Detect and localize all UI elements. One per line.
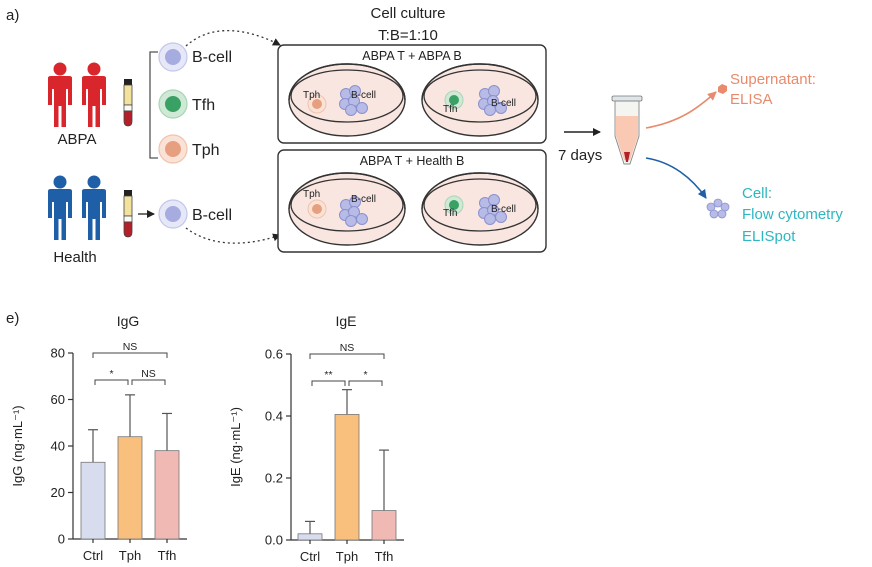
cell-output-label: Cell: [742,185,772,202]
y-axis-label: IgE (ng·mL⁻¹) [228,407,243,487]
bar-tfh [371,510,397,541]
dish-tph-label: Tph [303,90,320,101]
tph-cell-icon [158,134,188,164]
significance-label: NS [340,342,355,354]
supernatant-hexagon-icon [718,84,727,94]
abpa-person-icon [48,62,72,127]
y-tick-label: 0.4 [265,409,283,424]
x-tick-label: Ctrl [300,549,320,564]
significance-bracket [348,380,383,386]
health-person-icon [82,175,106,240]
significance-label: * [109,368,113,380]
dish-tfh-top [421,63,539,137]
supernatant-label: Supernatant: [730,71,816,88]
significance-bracket [131,379,166,385]
bcell-to-bottom-box-arrow [185,227,281,244]
health-bcell-icon [158,199,188,229]
x-tick-label: Tfh [375,549,394,564]
panel-a-label: a) [6,7,19,24]
centrifuge-tube-icon [611,95,643,165]
x-tick-label: Tph [336,549,358,564]
group-abpa-label: ABPA [58,131,97,148]
x-tick-label: Tph [119,548,141,563]
supernatant-method: ELISA [730,91,773,108]
x-tick-label: Ctrl [83,548,103,563]
dish-tfh-bottom [421,172,539,246]
bar-tph [334,414,360,541]
cell-output-arrow [645,157,707,199]
abpa-tph-label: Tph [192,142,220,159]
supernatant-arrow [645,91,717,129]
dish-tph-top [288,63,406,137]
abpa-tfh-label: Tfh [192,97,215,114]
cell-cluster-icon [706,198,730,219]
y-tick-label: 0.2 [265,471,283,486]
dish-tfh-label: Tfh [443,104,457,115]
chart-title: IgE [335,313,356,329]
significance-label: NS [123,341,138,353]
cell-output-flow: Flow cytometry [742,206,843,223]
significance-bracket [92,352,168,358]
health-blood-tube-icon [123,189,133,238]
dish-bcell-label: B-cell [351,194,376,205]
y-tick-label: 0 [58,532,65,547]
health-person-icon [48,175,72,240]
abpa-bcell-label: B-cell [192,49,232,66]
cell-output-elispot: ELISpot [742,228,796,245]
significance-label: NS [141,368,156,380]
significance-label: ** [324,369,332,381]
chart-title: IgG [117,313,140,329]
dish-bcell-label: B-cell [351,90,376,101]
duration-label: 7 days [558,147,602,164]
significance-label: * [363,369,367,381]
group-health-label: Health [53,249,96,266]
panel-e-label: e) [6,310,19,327]
y-tick-label: 60 [51,392,65,407]
y-axis-label: IgG (ng·mL⁻¹) [10,405,25,486]
dish-tph-bottom [288,172,406,246]
dish-tph-label: Tph [303,189,320,200]
y-tick-label: 0.6 [265,347,283,362]
culture-ratio: T:B=1:10 [378,27,438,44]
culture-box-top-title: ABPA T + ABPA B [362,49,462,63]
dish-bcell-label: B-cell [491,204,516,215]
tfh-cell-icon [158,89,188,119]
significance-bracket [94,379,129,385]
culture-box-bottom-title: ABPA T + Health B [360,154,465,168]
bar-ctrl [297,533,323,541]
significance-bracket [309,353,385,359]
dish-tfh-label: Tfh [443,208,457,219]
significance-bracket [311,380,346,386]
y-tick-label: 80 [51,346,65,361]
bcell-to-top-box-arrow [185,29,281,47]
health-bcell-label: B-cell [192,207,232,224]
abpa-person-icon [82,62,106,127]
bar-tfh [154,450,180,540]
y-tick-label: 0.0 [265,533,283,548]
dish-bcell-label: B-cell [491,98,516,109]
cell-bracket [149,51,158,159]
culture-title: Cell culture [370,5,445,22]
bar-ctrl [80,461,106,540]
x-tick-label: Tfh [158,548,177,563]
bcell-icon [158,42,188,72]
y-tick-label: 20 [51,485,65,500]
bar-tph [117,436,143,540]
y-tick-label: 40 [51,439,65,454]
abpa-blood-tube-icon [123,78,133,127]
